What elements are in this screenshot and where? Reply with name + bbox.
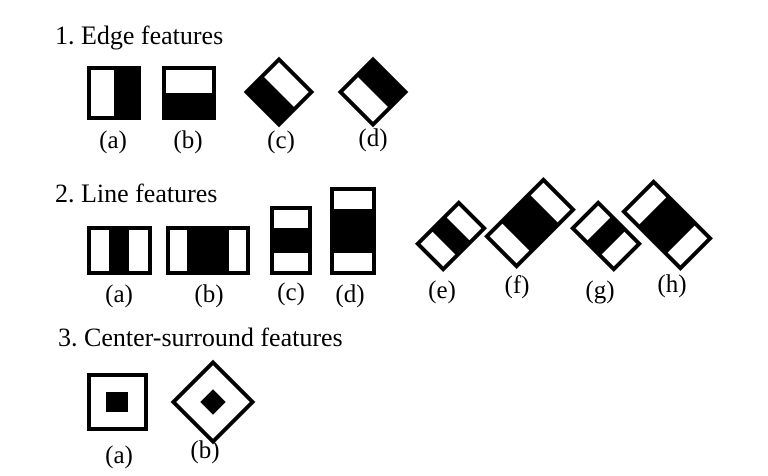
center-surround-feature-a xyxy=(87,373,148,431)
line-feature-d xyxy=(330,187,376,275)
edge-label-c: (c) xyxy=(267,127,295,154)
line-feature-a xyxy=(87,226,152,275)
center-label-a: (a) xyxy=(105,442,133,469)
section-title-edge: 1. Edge features xyxy=(55,21,223,50)
line-feature-f xyxy=(484,177,576,269)
edge-feature-a xyxy=(87,66,141,120)
edge-feature-d xyxy=(337,56,409,128)
line-feature-g xyxy=(569,199,643,273)
line-label-b: (b) xyxy=(194,281,223,308)
line-label-h: (h) xyxy=(657,271,686,298)
line-label-d: (d) xyxy=(335,281,364,308)
edge-label-a: (a) xyxy=(99,127,127,154)
line-label-f: (f) xyxy=(505,272,530,299)
section-title-line: 2. Line features xyxy=(55,179,217,208)
line-feature-c xyxy=(270,206,312,275)
edge-feature-b xyxy=(162,66,216,120)
section-edge-features: 1. Edge features (a) (b) (c) (d) xyxy=(55,21,409,154)
line-feature-h xyxy=(621,179,713,271)
section-center-surround-features: 3. Center-surround features (a) (b) xyxy=(58,323,343,469)
line-label-c: (c) xyxy=(277,279,305,306)
line-label-g: (g) xyxy=(585,277,614,304)
line-feature-b xyxy=(166,226,250,275)
center-label-b: (b) xyxy=(190,437,219,464)
line-label-a: (a) xyxy=(105,281,133,308)
section-line-features: 2. Line features xyxy=(55,177,713,308)
edge-feature-c xyxy=(243,56,315,128)
line-label-e: (e) xyxy=(428,277,456,304)
edge-label-b: (b) xyxy=(173,127,202,154)
section-title-center-surround: 3. Center-surround features xyxy=(58,323,343,352)
line-feature-e xyxy=(414,199,488,273)
edge-label-d: (d) xyxy=(358,125,387,152)
center-surround-feature-b xyxy=(170,359,256,445)
